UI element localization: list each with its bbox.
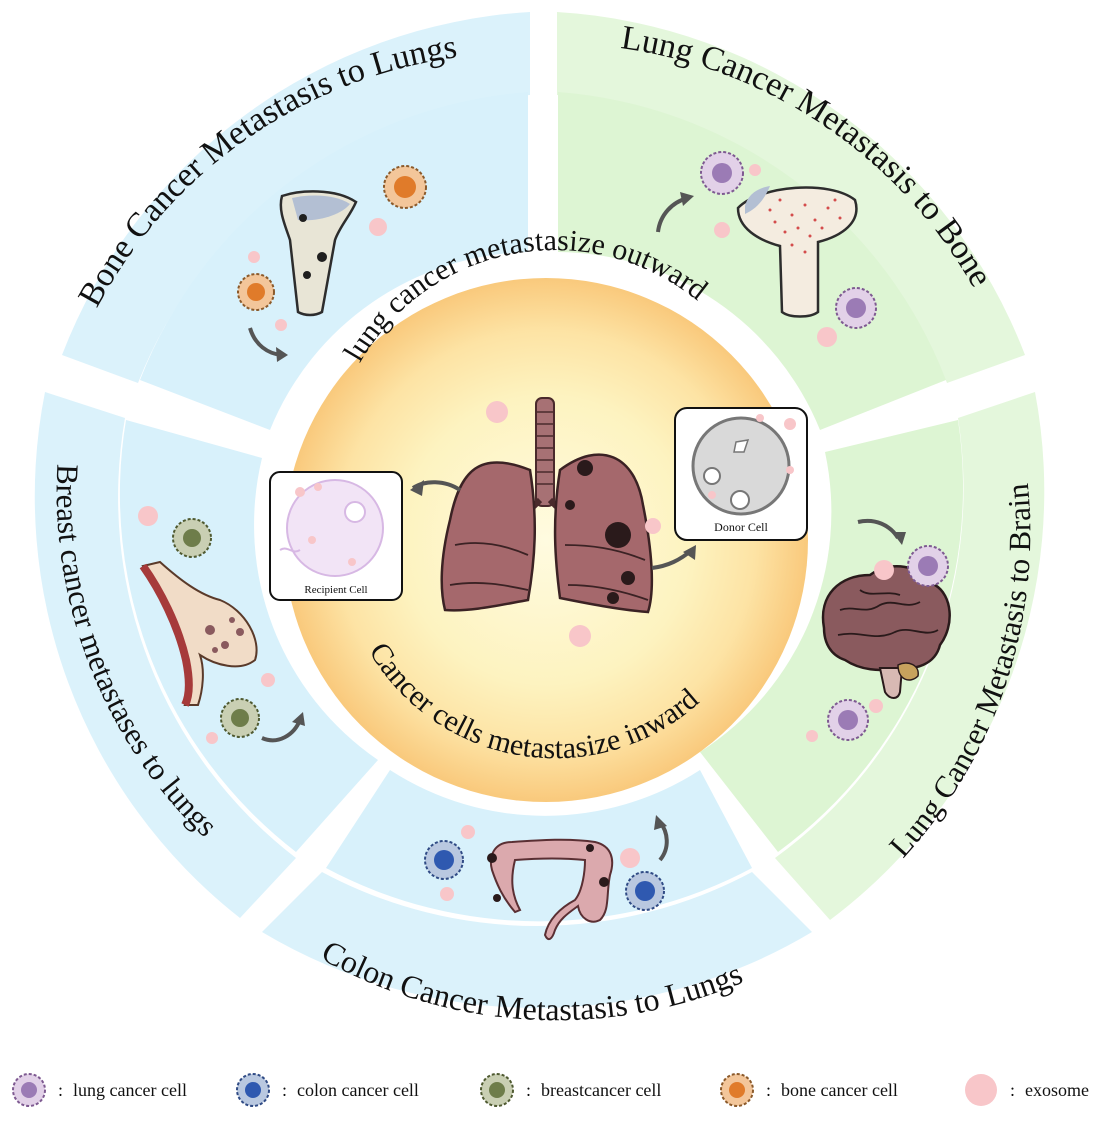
lung-cancer-cell-icon bbox=[12, 1073, 46, 1107]
legend-label: colon cancer cell bbox=[297, 1079, 419, 1100]
inner-band-lung-bone bbox=[558, 92, 946, 430]
exosome bbox=[486, 401, 508, 423]
bone-cancer-cell bbox=[383, 165, 427, 209]
sector-lung-to-bone bbox=[557, 12, 1025, 383]
bone-cancer-cell-icon bbox=[720, 1073, 754, 1107]
sector-bone-to-lungs bbox=[62, 12, 530, 383]
colon-cancer-cell bbox=[424, 840, 464, 880]
lung-cancer-cell bbox=[907, 545, 949, 587]
legend-label: exosome bbox=[1025, 1079, 1089, 1100]
donor-cell-panel: Donor Cell bbox=[674, 407, 808, 541]
sector-breast-to-lungs bbox=[34, 392, 297, 918]
legend-item-bone: : bone cancer cell bbox=[716, 1070, 898, 1110]
exosome bbox=[645, 518, 661, 534]
breast-cancer-cell bbox=[172, 518, 212, 558]
legend-item-lung: : lung cancer cell bbox=[8, 1070, 187, 1110]
bone-cancer-cell bbox=[237, 273, 275, 311]
sector-lung-to-brain bbox=[775, 392, 1045, 920]
breast-illustration bbox=[139, 560, 258, 707]
lung-cancer-cell bbox=[700, 151, 744, 195]
lung-cancer-cell bbox=[835, 287, 877, 329]
legend-item-colon: : colon cancer cell bbox=[232, 1070, 419, 1110]
recipient-cell-panel: Recipient Cell bbox=[269, 471, 403, 601]
legend-item-breast: : breastcancer cell bbox=[476, 1070, 661, 1110]
brain-illustration bbox=[821, 565, 951, 699]
colon-cancer-cell-icon bbox=[236, 1073, 270, 1107]
breast-cancer-cell bbox=[220, 698, 260, 738]
lung-cancer-cell bbox=[827, 699, 869, 741]
legend-label: lung cancer cell bbox=[73, 1079, 187, 1100]
colon-illustration bbox=[487, 838, 614, 941]
breast-cancer-cell-icon bbox=[480, 1073, 514, 1107]
exosome-icon bbox=[965, 1074, 997, 1106]
bone-illustration bbox=[279, 190, 358, 317]
legend-item-exosome: : exosome bbox=[960, 1070, 1089, 1110]
recipient-cell-label: Recipient Cell bbox=[304, 584, 367, 596]
center-circle bbox=[284, 278, 808, 802]
femur-illustration bbox=[736, 186, 858, 318]
exosome bbox=[569, 625, 591, 647]
colon-cancer-cell bbox=[625, 871, 665, 911]
metastasis-diagram: Bone Cancer Metastasis to Lungs Lung Can… bbox=[34, 12, 1045, 1027]
legend-label: bone cancer cell bbox=[781, 1079, 898, 1100]
legend: : lung cancer cell : colon cancer cell :… bbox=[0, 1064, 1119, 1120]
legend-label: breastcancer cell bbox=[541, 1079, 662, 1100]
lungs-illustration bbox=[440, 397, 654, 614]
sector-colon-to-lungs bbox=[262, 872, 812, 1008]
inner-band-bone bbox=[140, 92, 528, 430]
donor-cell-label: Donor Cell bbox=[714, 520, 768, 534]
